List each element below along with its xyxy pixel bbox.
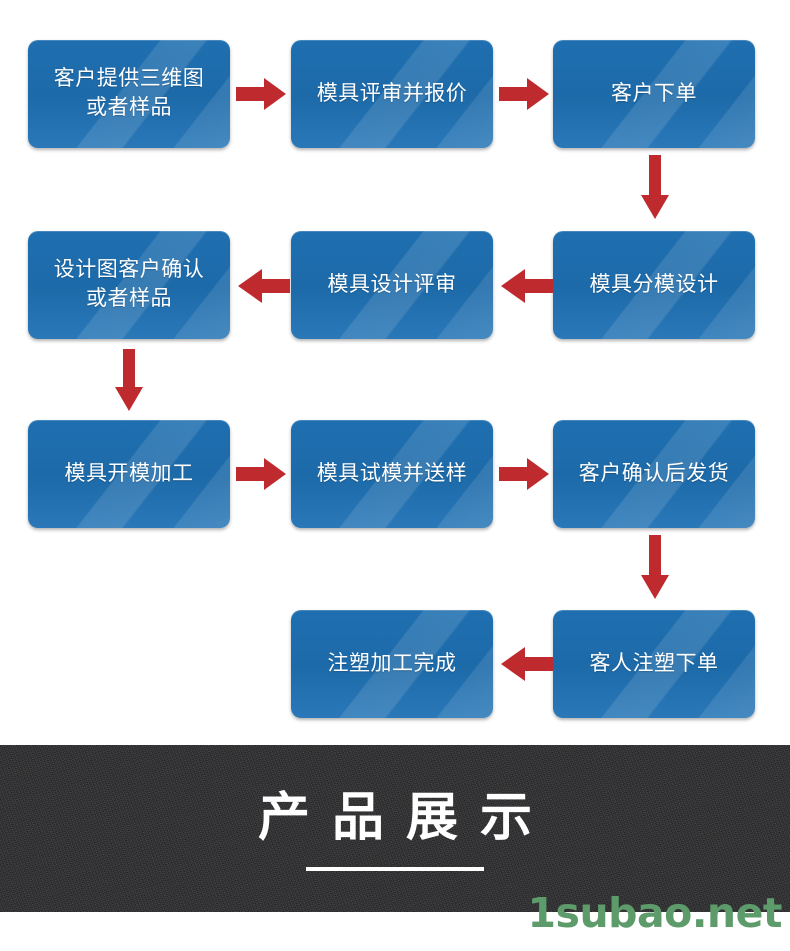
banner-content: 产品展示 [0, 745, 790, 912]
flow-node-n3[interactable]: 客户下单 [553, 40, 755, 148]
watermark: 1subao.net [527, 889, 783, 937]
flow-node-label: 模具试模并送样 [316, 462, 468, 486]
arrow-left-icon [238, 267, 290, 305]
flow-node-label: 注塑加工完成 [327, 652, 457, 676]
arrow-down-icon [113, 349, 145, 411]
flow-node-label: 客户下单 [611, 82, 697, 106]
arrow-left-icon [501, 267, 553, 305]
banner-underline [306, 866, 484, 871]
arrow-right-icon [499, 456, 549, 492]
flow-node-label: 模具设计评审 [327, 273, 457, 297]
arrow-left-icon [501, 645, 553, 683]
flow-node-n5[interactable]: 模具设计评审 [291, 231, 493, 339]
flow-node-n1[interactable]: 客户提供三维图 或者样品 [28, 40, 230, 148]
arrow-right-icon [236, 456, 286, 492]
flow-node-n4[interactable]: 设计图客户确认 或者样品 [28, 231, 230, 339]
section-banner: 产品展示 [0, 745, 790, 912]
flow-node-n10[interactable]: 注塑加工完成 [291, 610, 493, 718]
banner-title: 产品展示 [257, 789, 554, 847]
flow-node-n9[interactable]: 客户确认后发货 [553, 420, 755, 528]
flowchart-canvas: 客户提供三维图 或者样品 模具评审并报价 客户下单 设计图客户确认 或者样品 模… [28, 40, 755, 718]
arrow-right-icon [499, 76, 549, 112]
flow-node-label: 模具评审并报价 [316, 82, 468, 106]
flow-node-n8[interactable]: 模具试模并送样 [291, 420, 493, 528]
flow-node-label: 设计图客户确认 或者样品 [53, 258, 205, 310]
arrow-right-icon [236, 76, 286, 112]
flow-node-label: 模具分模设计 [589, 273, 719, 297]
arrow-down-icon [639, 155, 671, 219]
flow-node-label: 客人注塑下单 [589, 652, 719, 676]
flow-node-n6[interactable]: 模具分模设计 [553, 231, 755, 339]
flow-node-n7[interactable]: 模具开模加工 [28, 420, 230, 528]
flow-node-n11[interactable]: 客人注塑下单 [553, 610, 755, 718]
flow-node-label: 客户提供三维图 或者样品 [53, 67, 205, 119]
arrow-down-icon [639, 535, 671, 599]
flow-node-label: 客户确认后发货 [578, 462, 730, 486]
flow-node-label: 模具开模加工 [64, 462, 194, 486]
flow-node-n2[interactable]: 模具评审并报价 [291, 40, 493, 148]
